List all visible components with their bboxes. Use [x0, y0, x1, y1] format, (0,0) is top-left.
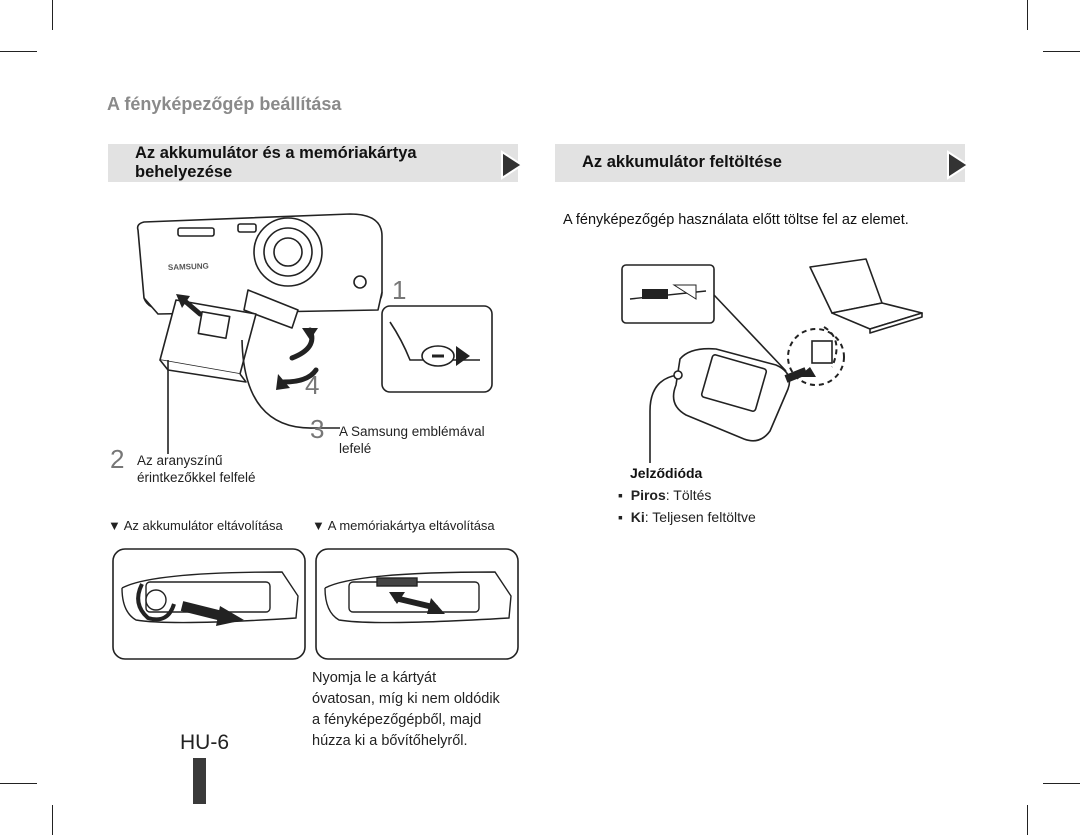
crop-mark	[1027, 0, 1028, 30]
crop-mark	[52, 0, 53, 30]
camera-charging-illustration	[621, 258, 923, 463]
card-removal-illustration	[315, 548, 519, 660]
note-line: húzza ki a bővítőhelyről.	[312, 733, 468, 749]
section-heading-right: Az akkumulátor feltöltése	[582, 153, 782, 171]
section-heading-line: behelyezése	[135, 163, 233, 181]
led-key: Ki	[630, 509, 645, 525]
note-line: Nyomja le a kártyát	[312, 670, 437, 686]
caption-line: lefelé	[339, 441, 372, 456]
camera-brand-text: SAMSUNG	[168, 262, 209, 272]
camera-battery-insert-illustration: SAMSUNG	[136, 213, 493, 454]
step-number: 2	[110, 444, 125, 474]
play-arrow-icon	[501, 150, 524, 180]
step-number: 1	[392, 275, 407, 305]
crop-mark	[1027, 805, 1028, 835]
led-legend: Jelződióda ▪ Piros: Töltés ▪ Ki: Teljese…	[618, 462, 756, 528]
crop-mark	[0, 783, 37, 784]
charging-intro: A fényképezőgép használata előtt töltse …	[563, 212, 909, 228]
crop-mark	[52, 805, 53, 835]
page-number: HU-6	[180, 731, 230, 754]
led-value: : Teljesen feltöltve	[644, 509, 756, 525]
caption-line: érintkezőkkel felfelé	[137, 470, 256, 485]
crop-mark	[0, 51, 37, 52]
step-number: 3	[310, 414, 325, 444]
section-heading-line: Az akkumulátor és a memóriakártya	[135, 144, 417, 162]
bullet-icon: ▪	[618, 509, 631, 525]
section-heading-bar-left	[108, 144, 518, 182]
bullet-icon: ▪	[618, 487, 631, 503]
caption-line: A Samsung emblémával	[339, 424, 485, 439]
remove-card-label: ▼ A memóriakártya eltávolítása	[312, 518, 495, 533]
crop-mark	[1043, 783, 1080, 784]
step-caption: Az aranyszínű érintkezőkkel felfelé	[137, 452, 256, 486]
step-number: 4	[305, 370, 320, 400]
page-title: A fényképezőgép beállítása	[107, 94, 342, 114]
led-value: : Töltés	[665, 487, 712, 503]
crop-mark	[1043, 51, 1080, 52]
led-item: ▪ Piros: Töltés	[618, 484, 756, 506]
step-caption: A Samsung emblémával lefelé	[339, 423, 485, 457]
card-removal-note: Nyomja le a kártyát óvatosan, míg ki nem…	[312, 668, 500, 752]
led-item: ▪ Ki: Teljesen feltöltve	[618, 506, 756, 528]
battery-removal-illustration	[112, 548, 306, 660]
note-line: óvatosan, míg ki nem oldódik	[312, 691, 500, 707]
led-title: Jelződióda	[630, 465, 703, 481]
play-arrow-icon	[947, 150, 970, 180]
led-key: Piros	[630, 487, 666, 503]
remove-battery-label: ▼ Az akkumulátor eltávolítása	[108, 518, 283, 533]
caption-line: Az aranyszínű	[137, 453, 223, 468]
section-heading-left: Az akkumulátor és a memóriakártya behely…	[135, 144, 505, 182]
section-heading-bar-right	[555, 144, 965, 182]
thumb-tab	[193, 758, 206, 804]
note-line: a fényképezőgépből, majd	[312, 712, 482, 728]
